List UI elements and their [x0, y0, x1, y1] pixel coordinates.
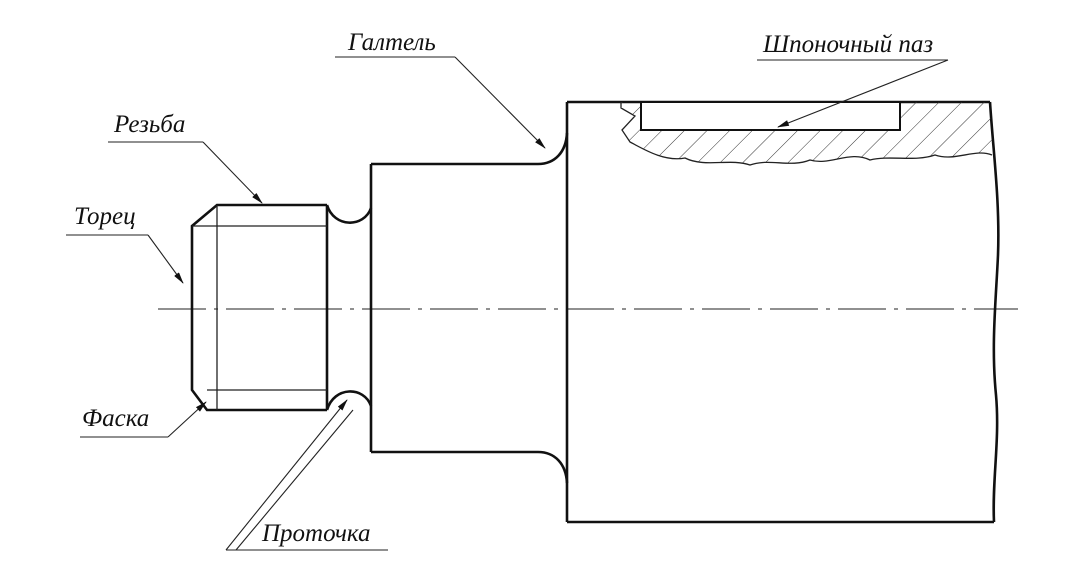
label-faska: Фаска — [82, 405, 149, 432]
middle-step — [369, 132, 569, 484]
undercut-groove — [325, 204, 373, 411]
label-galtel: Галтель — [347, 29, 436, 56]
label-protochka: Проточка — [261, 520, 370, 547]
leader-protochka — [225, 399, 388, 551]
leader-faska — [80, 401, 207, 438]
leader-galtel — [335, 56, 546, 149]
label-shponochny-paz: Шпоночный паз — [762, 31, 933, 58]
leader-torets — [66, 234, 184, 284]
threaded-section — [190, 203, 329, 412]
label-rezba: Резьба — [113, 111, 185, 138]
leader-shponochny-paz — [757, 59, 949, 128]
label-torets: Торец — [74, 203, 136, 230]
keyway-slot — [640, 101, 901, 131]
large-body — [565, 100, 1000, 524]
keyway-section — [620, 101, 993, 166]
leader-rezba — [108, 141, 263, 204]
